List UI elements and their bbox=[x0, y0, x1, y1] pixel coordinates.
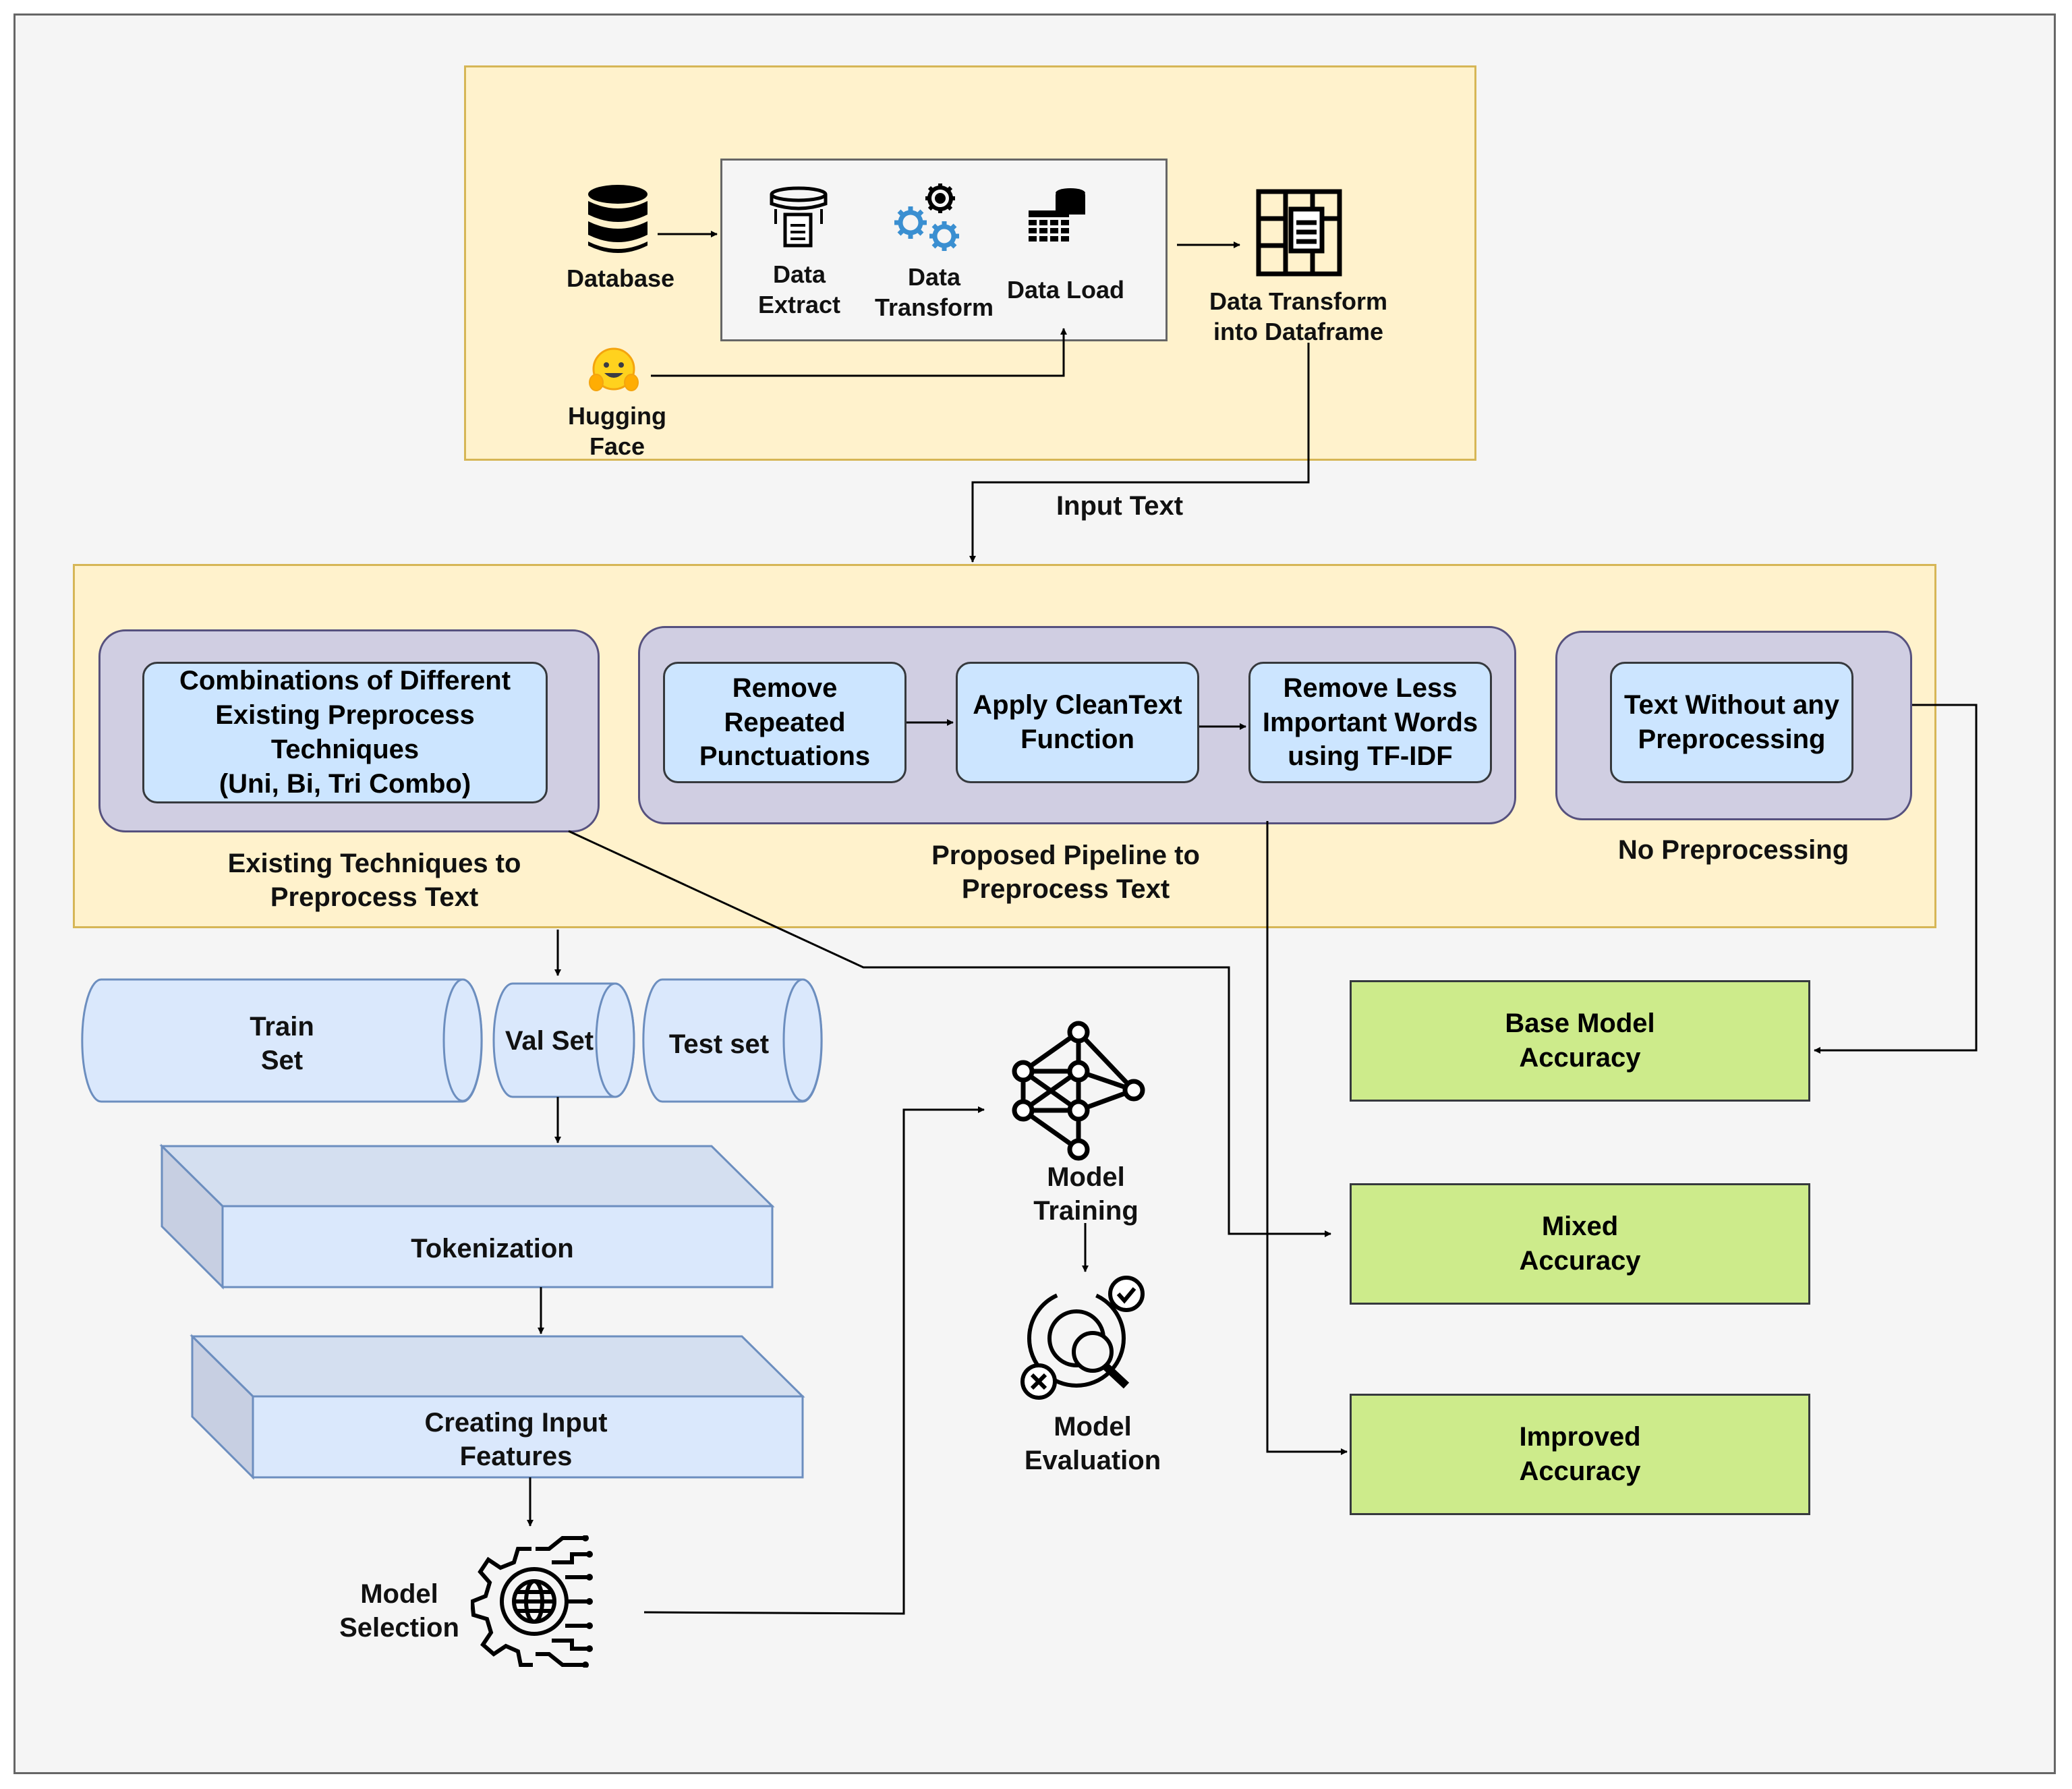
hugging-face-label: Hugging Face bbox=[568, 402, 666, 460]
mixed-accuracy-text: Mixed Accuracy bbox=[1519, 1212, 1641, 1276]
data-extract-label: Data Extract bbox=[757, 260, 841, 318]
tfidf-to-improved-arrow bbox=[1266, 821, 1348, 1455]
train-set-label: Train Set bbox=[250, 1012, 314, 1075]
tokenization-label: Tokenization bbox=[411, 1234, 574, 1263]
gears-icon bbox=[894, 183, 959, 251]
proposed-pipeline-caption: Proposed Pipeline to Preprocess Text bbox=[931, 841, 1200, 904]
input-text-label: Input Text bbox=[1056, 491, 1184, 521]
selection-to-training-arrow bbox=[643, 1106, 985, 1615]
data-extract-icon bbox=[770, 186, 828, 248]
data-load-icon bbox=[1029, 188, 1085, 242]
val-set-cylinder bbox=[492, 982, 635, 1098]
no-pre-to-base-arrow bbox=[1814, 704, 1978, 1054]
mixed-accuracy-box: Mixed Accuracy bbox=[1350, 1183, 1810, 1305]
data-transform-label: Data Transform bbox=[874, 263, 994, 321]
connectors bbox=[527, 231, 1978, 1615]
model-evaluation-label: Model Evaluation bbox=[1024, 1412, 1161, 1475]
database-label: Database bbox=[566, 264, 675, 292]
existing-techniques-text: Combinations of Different Existing Prepr… bbox=[179, 666, 511, 799]
tfidf-text: Remove Less Important Words using TF-IDF bbox=[1262, 673, 1478, 772]
no-preprocessing-caption: No Preprocessing bbox=[1617, 835, 1849, 865]
tokenization-block bbox=[159, 1143, 775, 1290]
cleantext-text: Apply CleanText Function bbox=[973, 690, 1182, 754]
test-set-label: Test set bbox=[668, 1029, 770, 1059]
test-set-cylinder bbox=[642, 978, 823, 1103]
dataframe-to-preprocess-arrow bbox=[969, 343, 1310, 563]
base-model-accuracy-box: Base Model Accuracy bbox=[1350, 980, 1810, 1102]
database-icon bbox=[588, 185, 648, 253]
hf-to-load-arrow bbox=[651, 328, 1067, 377]
remove-punctuations-text: Remove Repeated Punctuations bbox=[699, 673, 871, 772]
cleantext-box: Apply CleanText Function bbox=[956, 662, 1199, 783]
existing-techniques-caption: Existing Techniques to Preprocess Text bbox=[227, 849, 521, 912]
tfidf-box: Remove Less Important Words using TF-IDF bbox=[1248, 662, 1492, 783]
improved-accuracy-text: Improved Accuracy bbox=[1519, 1422, 1641, 1486]
val-set-label: Val Set bbox=[505, 1026, 594, 1056]
dataframe-icon bbox=[1256, 189, 1342, 277]
existing-to-mixed-arrow bbox=[568, 830, 1331, 1237]
neural-network-icon bbox=[1012, 1021, 1145, 1161]
model-training-label: Model Training bbox=[1033, 1162, 1139, 1226]
existing-techniques-box: Combinations of Different Existing Prepr… bbox=[142, 662, 548, 803]
model-selection-icon bbox=[471, 1535, 593, 1668]
model-selection-label: Model Selection bbox=[339, 1579, 459, 1643]
hugging-face-icon bbox=[589, 347, 639, 391]
input-features-block bbox=[190, 1334, 805, 1480]
base-model-accuracy-text: Base Model Accuracy bbox=[1505, 1009, 1655, 1073]
no-preprocessing-box: Text Without any Preprocessing bbox=[1610, 662, 1853, 783]
train-set-cylinder bbox=[81, 978, 483, 1103]
evaluation-icon bbox=[1020, 1276, 1145, 1400]
improved-accuracy-box: Improved Accuracy bbox=[1350, 1394, 1810, 1515]
no-preprocessing-text: Text Without any Preprocessing bbox=[1624, 690, 1839, 754]
input-features-label: Creating Input Features bbox=[424, 1408, 608, 1471]
remove-punctuations-box: Remove Repeated Punctuations bbox=[663, 662, 906, 783]
data-load-label: Data Load bbox=[1006, 276, 1125, 304]
dataframe-label: Data Transform into Dataframe bbox=[1209, 287, 1388, 345]
